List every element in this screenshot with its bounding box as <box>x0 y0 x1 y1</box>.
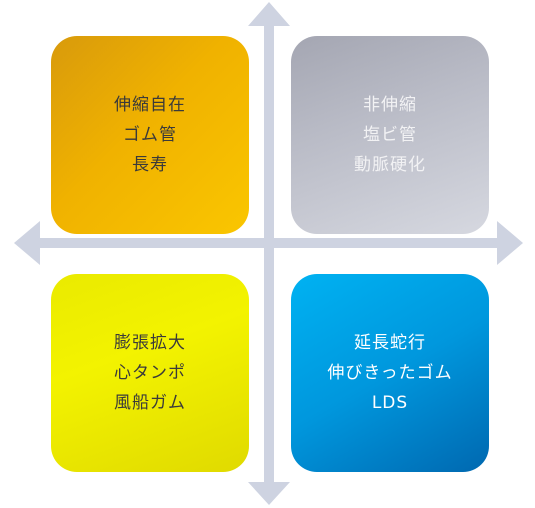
quadrant-text-line: 伸びきったゴム <box>327 363 453 383</box>
quadrant-top-right: 非伸縮 塩ビ管 動脈硬化 <box>291 36 489 234</box>
quadrant-text-line: 動脈硬化 <box>354 155 426 175</box>
quadrant-text-line: 非伸縮 <box>363 95 417 115</box>
down-arrowhead <box>248 482 290 505</box>
up-arrowhead <box>248 2 290 26</box>
vertical-axis-shaft <box>264 24 274 490</box>
quadrant-text-line: 塩ビ管 <box>363 125 417 145</box>
left-arrowhead <box>14 221 40 265</box>
right-arrowhead <box>497 221 523 265</box>
quadrant-bottom-right: 延長蛇行 伸びきったゴム LDS <box>291 274 489 472</box>
quadrant-top-left: 伸縮自在 ゴム管 長寿 <box>51 36 249 234</box>
quadrant-text-line: 心タンポ <box>114 363 186 383</box>
quadrant-text-line: 風船ガム <box>114 393 186 413</box>
quadrant-text-line: 伸縮自在 <box>114 95 186 115</box>
quadrant-text-line: 長寿 <box>132 155 168 175</box>
quadrant-bottom-left: 膨張拡大 心タンポ 風船ガム <box>51 274 249 472</box>
quadrant-text-line: LDS <box>371 393 409 413</box>
quadrant-text-line: ゴム管 <box>123 125 177 145</box>
horizontal-axis-shaft <box>38 238 500 248</box>
quadrant-text-line: 膨張拡大 <box>114 333 186 353</box>
quadrant-text-line: 延長蛇行 <box>354 333 426 353</box>
